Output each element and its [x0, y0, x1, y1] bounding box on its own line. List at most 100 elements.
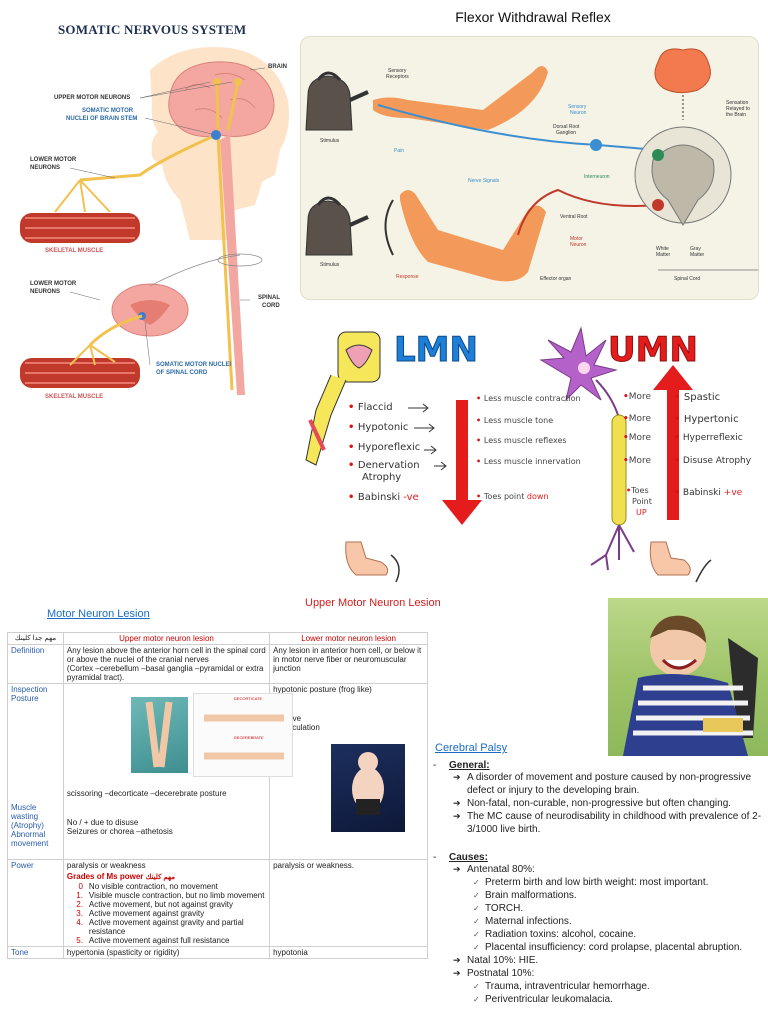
brainstem-nucleus-dot — [211, 130, 221, 140]
label-lmn-2a: LOWER MOTOR — [30, 281, 77, 287]
label-smn-spinal-2: OF SPINAL CORD — [156, 370, 208, 376]
mid-item-toes: • Toes point down — [476, 492, 549, 501]
toes-up-c: UP — [636, 508, 647, 517]
rl-white-a: White — [656, 246, 669, 252]
spinal-cord — [220, 135, 245, 395]
mnl-title: Motor Neuron Lesion — [47, 608, 150, 620]
flexor-reflex-figure: Flexor Withdrawal Reflex Se — [298, 0, 768, 316]
list-item: Antenatal 80%: — [449, 863, 765, 876]
somatic-title: SOMATIC NERVOUS SYSTEM — [58, 22, 247, 37]
posture-images: DECORTICATE DECEREBRATE — [67, 691, 293, 777]
toes-up-a: •Toes — [626, 486, 649, 495]
umn-heading: UMN — [608, 330, 699, 371]
umn-tone: hypertonia (spasticity or rigidity) — [62, 946, 271, 959]
table-row: Power paralysis or weakness Grades of Ms… — [7, 859, 428, 947]
rl-gray-a: Gray — [690, 246, 701, 252]
cp-causes: -Causes: Antenatal 80%: Preterm birth an… — [433, 852, 765, 1006]
row-label-definition: Definition — [7, 644, 64, 684]
lmn-item-flaccid: • Flaccid — [348, 402, 393, 413]
list-item: Postnatal 10%: — [449, 967, 765, 980]
rl-interneuron: Interneuron — [584, 174, 610, 180]
rl-sensation-b: Relayed to — [726, 106, 750, 112]
row-label-tone: Tone — [7, 946, 64, 959]
grade-item: 1.Visible muscle contraction, but no lim… — [76, 891, 265, 900]
rl-sensation-a: Sensation — [726, 100, 749, 106]
label-skeletal-2: SKELETAL MUSCLE — [45, 394, 104, 400]
list-item: A disorder of movement and posture cause… — [449, 771, 765, 797]
umn-item-disuse: • Disuse Atrophy — [674, 456, 752, 466]
list-item: Periventricular leukomalacia. — [449, 993, 765, 1006]
frog-posture-photo — [331, 744, 406, 832]
kettle-icon-top — [305, 71, 369, 131]
lmn-item-hyporeflexic: • Hyporeflexic — [348, 442, 421, 453]
lmn-umn-figure: LMN UMN • Flaccid • Hypotonic • Hyporefl… — [286, 320, 766, 590]
lmn-item-babinski: • Babinski -ve — [348, 492, 419, 503]
brain — [168, 61, 275, 137]
rl-sensory-b: Receptors — [386, 74, 409, 80]
kettle-icon-bottom — [305, 196, 369, 256]
list-item: Radiation toxins: alcohol, cocaine. — [449, 928, 765, 941]
grade-item: 2.Active movement, but not against gravi… — [76, 900, 233, 909]
rl-motor-a: Motor — [570, 236, 583, 242]
col-lmn-header: Lower motor neuron lesion — [269, 632, 428, 645]
label-lmn-2b: NEURONS — [30, 289, 61, 295]
label-somatic-motor-1: SOMATIC MOTOR — [82, 108, 134, 114]
arabic-header: مهم جدا كلينك — [7, 632, 64, 645]
skeletal-muscle-upper — [20, 213, 140, 243]
arm-top — [373, 66, 548, 130]
decorticate-decerebrate-figure: DECORTICATE DECEREBRATE — [192, 693, 293, 777]
rl-dorsal-b: Ganglion — [556, 130, 577, 136]
upper-motor-neuron-dot — [213, 78, 221, 86]
mid-item-1: • Less muscle tone — [476, 416, 554, 425]
cp-title: Cerebral Palsy — [435, 742, 508, 754]
list-item: Trauma, intraventricular hemorrhage. — [449, 980, 765, 993]
foot-up-icon — [649, 541, 712, 583]
table-row: Tone hypertonia (spasticity or rigidity)… — [7, 946, 428, 959]
row-label-power: Power — [7, 859, 64, 947]
label-smn-spinal-1: SOMATIC MOTOR NUCLEI — [156, 362, 232, 368]
lmn-item-hypotonic: • Hypotonic — [348, 422, 409, 433]
cerebral-palsy-section: Cerebral Palsy -General: A disorder of m… — [433, 742, 765, 1006]
more-2: •More — [623, 433, 652, 443]
more-1: •More — [623, 414, 652, 424]
umn-definition: Any lesion above the anterior horn cell … — [62, 644, 271, 684]
lmn-inspection: hypotonic posture (frog like) Positive F… — [269, 683, 428, 860]
grade-item: 3.Active movement against gravity — [76, 909, 205, 918]
umn-up-arrow — [653, 365, 693, 520]
rl-pain: Pain — [394, 148, 405, 154]
umn-power: paralysis or weakness Grades of Ms power… — [62, 859, 271, 947]
list-item: Maternal infections. — [449, 915, 765, 928]
lmn-definition: Any lesion in anterior horn cell, or bel… — [269, 644, 428, 684]
list-item: TORCH. — [449, 902, 765, 915]
rl-ventral: Ventral Root — [560, 214, 588, 220]
list-item: Non-fatal, non-curable, non-progressive … — [449, 797, 765, 810]
lmn-umn-illustration — [305, 326, 712, 583]
table-header-row: مهم جدا كلينك Upper motor neuron lesion … — [7, 632, 428, 645]
somatic-illustration — [20, 46, 289, 395]
brain-icon — [654, 48, 711, 94]
lmn-tone: hypotonia — [269, 946, 428, 959]
rl-sensory-neuron-a: Sensory — [568, 104, 587, 110]
rl-white-b: Matter — [656, 252, 671, 258]
rl-stimulus-2: Stimulus — [320, 262, 340, 268]
reflex-title: Flexor Withdrawal Reflex — [455, 9, 611, 25]
toes-up-b: Point — [632, 497, 652, 506]
reflex-illustration — [305, 48, 758, 282]
more-0: •More — [623, 392, 652, 402]
list-item: Natal 10%: HIE. — [449, 954, 765, 967]
list-item: Brain malformations. — [449, 889, 765, 902]
rl-dorsal-a: Dorsal Root — [553, 124, 580, 130]
table-row: Definition Any lesion above the anterior… — [7, 644, 428, 684]
neuron-icon — [539, 326, 635, 571]
label-spinal-b: CORD — [262, 303, 280, 309]
rl-motor-b: Neuron — [570, 242, 587, 248]
list-item: Preterm birth and low birth weight: most… — [449, 876, 765, 889]
skeletal-muscle-lower — [20, 358, 140, 388]
umn-item-babinski: • Babinski +ve — [674, 488, 743, 498]
mid-item-3: • Less muscle innervation — [476, 457, 581, 466]
rl-sensation-c: the Brain — [726, 112, 747, 118]
rl-response: Response — [396, 274, 419, 280]
rl-sensory-neuron-b: Neuron — [570, 110, 587, 116]
